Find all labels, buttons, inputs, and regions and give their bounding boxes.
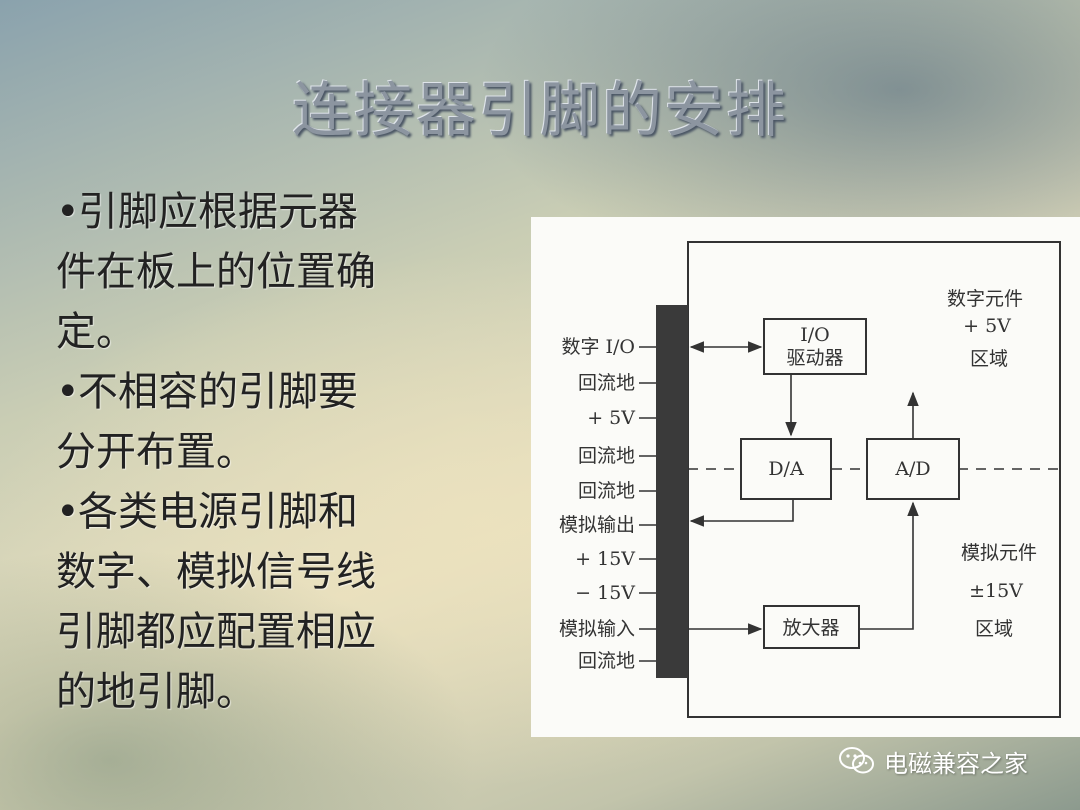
amp-block [763, 605, 860, 649]
analog-zone-label: ±15V [969, 580, 1023, 602]
bullet-line: 不相容的引脚要 [78, 369, 358, 415]
bullet-item-1: •引脚应根据元器 件在板上的位置确 定。 [56, 182, 456, 362]
pin-label: 回流地 [578, 480, 635, 502]
pin-label: 数字 I/O [561, 336, 635, 358]
signal-paths [688, 341, 919, 635]
analog-zone-label: 模拟元件 [961, 542, 1037, 564]
bullet-line: 的地引脚。 [56, 669, 256, 715]
bullet-list: •引脚应根据元器 件在板上的位置确 定。 •不相容的引脚要 分开布置。 •各类电… [56, 182, 456, 722]
connector-bar [656, 305, 688, 678]
pin-label: − 15V [575, 582, 635, 604]
bullet-item-2: •不相容的引脚要 分开布置。 [56, 362, 456, 482]
pin-label: 模拟输入 [559, 618, 635, 640]
pin-label: + 5V [587, 407, 635, 429]
da-block [740, 438, 832, 500]
analog-zone-label: 区域 [975, 618, 1013, 640]
watermark: 电磁兼容之家 [838, 744, 1028, 778]
digital-zone-label: + 5V [963, 315, 1011, 337]
pin-label: 模拟输出 [559, 514, 635, 536]
da-label: D/A [768, 458, 804, 480]
bullet-line: 分开布置。 [56, 429, 256, 475]
connector-diagram: 数字 I/O 回流地 + 5V 回流地 回流地 模拟输出 + 15V − 15V… [531, 217, 1080, 737]
io-driver-block [763, 318, 867, 375]
pin-label: + 15V [575, 548, 635, 570]
pin-label: 回流地 [578, 372, 635, 394]
bullet-line: 引脚应根据元器 [78, 189, 358, 235]
bullet-line: 数字、模拟信号线 [56, 549, 376, 595]
amp-label: 放大器 [782, 617, 839, 639]
pin-ticks [639, 346, 656, 662]
ad-label: A/D [894, 458, 930, 480]
pin-label: 回流地 [578, 650, 635, 672]
bullet-line: 定。 [56, 309, 136, 355]
bullet-line: 件在板上的位置确 [56, 249, 376, 295]
bullet-line: 各类电源引脚和 [78, 489, 358, 535]
digital-zone-label: 区域 [970, 348, 1008, 370]
io-driver-label: 驱动器 [786, 347, 843, 369]
digital-zone-label: 数字元件 [947, 288, 1023, 310]
bullet-line: 引脚都应配置相应 [56, 609, 376, 655]
bullet-marker: • [56, 189, 80, 235]
wechat-icon [839, 747, 874, 774]
pin-label: 回流地 [578, 445, 635, 467]
pin-labels: 数字 I/O 回流地 + 5V 回流地 回流地 模拟输出 + 15V − 15V… [559, 336, 635, 672]
io-driver-label: I/O [800, 324, 829, 346]
bullet-marker: • [56, 489, 80, 535]
bullet-item-3: •各类电源引脚和 数字、模拟信号线 引脚都应配置相应 的地引脚。 [56, 482, 456, 722]
watermark-text: 电磁兼容之家 [884, 749, 1028, 778]
bullet-marker: • [56, 369, 80, 415]
slide-title: 连接器引脚的安排 [292, 76, 788, 146]
